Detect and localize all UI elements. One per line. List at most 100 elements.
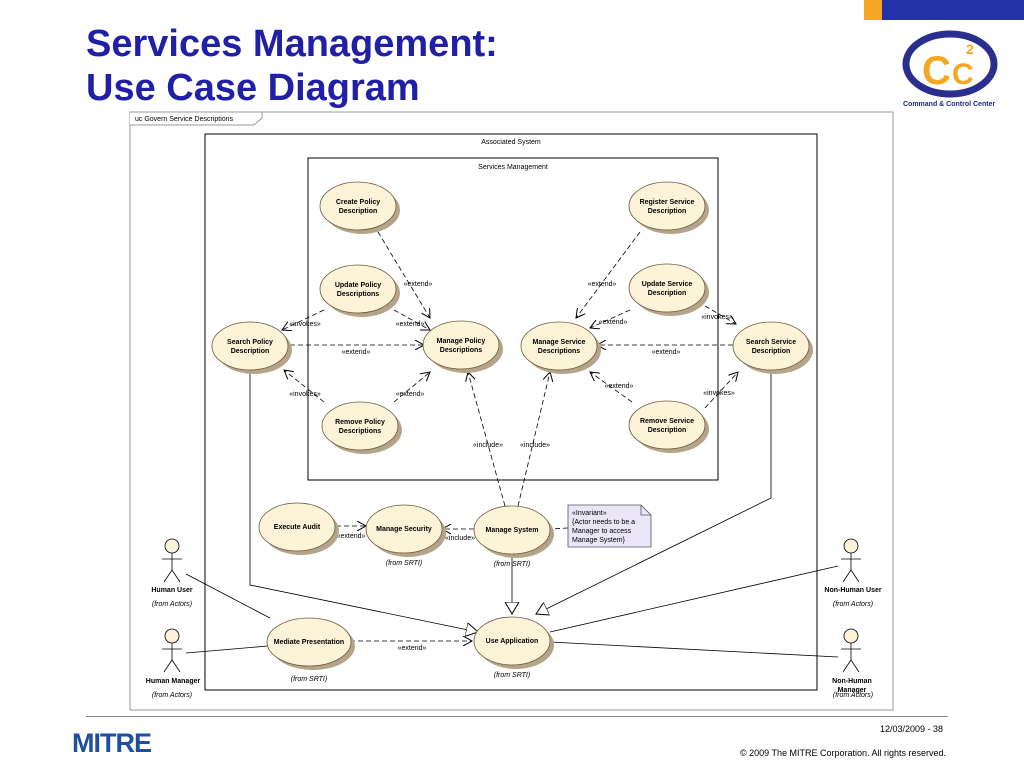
use-case-search-service: Search Service Description <box>732 321 813 374</box>
actor-leg-right <box>171 569 181 583</box>
use-case-label: Description <box>648 290 687 297</box>
remove-to-manage-service <box>590 372 633 403</box>
label-extend-audit: «extend» <box>337 533 366 540</box>
logo-letter-c2: C <box>952 58 974 91</box>
logo-swoosh-inner <box>916 44 984 88</box>
frame-label: uc Govern Service Descriptions <box>135 116 234 123</box>
update-service-invokes-search <box>704 305 736 324</box>
associated-system-boundary <box>204 133 818 691</box>
note-line-2: {Actor needs to be a <box>572 519 635 526</box>
use-case-label: Mediate Presentation <box>274 639 344 646</box>
label-extend-remove-policy: «extend» <box>396 391 425 398</box>
label-include-security: «include» <box>445 535 475 542</box>
use-case-shape <box>365 504 443 554</box>
actor-label-non-human-manager-2: Manager <box>838 687 867 694</box>
actor-human-user <box>162 538 182 583</box>
actor-leg-left <box>842 659 852 673</box>
use-case-manage-system: Manage System <box>473 505 554 558</box>
use-case-label: Create Policy <box>336 199 380 206</box>
label-extend-register-service: «extend» <box>588 281 617 288</box>
actor-leg-left <box>163 569 173 583</box>
non-human-user-association <box>549 565 839 633</box>
use-case-shape <box>266 617 352 667</box>
use-case-shape <box>319 264 397 314</box>
use-case-shape <box>473 616 551 666</box>
use-case-manage-service: Manage Service Descriptions <box>520 321 601 374</box>
use-case-label: Description <box>339 208 378 215</box>
use-case-shape <box>732 321 810 371</box>
from-srti-mediate-presentation: (from SRTI) <box>291 676 327 683</box>
use-case-label: Remove Service <box>640 418 694 425</box>
use-case-label: Description <box>648 208 687 215</box>
label-extend-create-policy: «extend» <box>404 281 433 288</box>
actor-non-human-user <box>841 538 861 583</box>
use-case-shape <box>422 320 500 370</box>
non-human-manager-association <box>549 641 839 658</box>
label-extend-update-policy: «extend» <box>396 321 425 328</box>
use-cases: Create Policy Description Update Policy … <box>211 181 813 670</box>
use-case-label: Descriptions <box>538 348 581 355</box>
actor-head <box>164 628 180 644</box>
use-case-shape <box>321 401 399 451</box>
label-extend-mediate: «extend» <box>398 645 427 652</box>
use-case-label: Descriptions <box>440 347 483 354</box>
label-extend-remove-service: «extend» <box>605 383 634 390</box>
use-case-label: Description <box>752 348 791 355</box>
label-invokes-update-policy: «invokes» <box>289 321 321 328</box>
dependency-lines <box>282 231 738 641</box>
from-srti-manage-system: (from SRTI) <box>494 561 530 568</box>
manage-system-include-policy <box>468 372 506 507</box>
footer-divider <box>86 716 948 717</box>
use-case-remove-service: Remove Service Description <box>628 400 709 453</box>
from-srti-use-application: (from SRTI) <box>494 672 530 679</box>
from-srti-manage-security: (from SRTI) <box>386 560 422 567</box>
actor-label-human-manager: Human Manager <box>146 678 201 685</box>
use-case-shape <box>520 321 598 371</box>
actor-leg-right <box>171 659 181 673</box>
use-case-execute-audit: Execute Audit <box>258 502 339 555</box>
logo-letter-c: C <box>922 49 951 93</box>
header-accent-orange <box>864 0 882 20</box>
use-case-shape <box>628 181 706 231</box>
use-case-manage-security: Manage Security <box>365 504 446 557</box>
actor-labels: Human User (from Actors) Human Manager (… <box>146 587 882 699</box>
use-case-shape <box>258 502 336 552</box>
actor-label-human-user: Human User <box>151 587 193 594</box>
note-line-3: Manager to access <box>572 528 632 535</box>
use-case-use-application: Use Application <box>473 616 554 669</box>
actor-from-human-manager: (from Actors) <box>152 692 192 699</box>
use-case-label: Manage Policy <box>437 338 486 345</box>
use-case-label: Remove Policy <box>335 419 385 426</box>
actor-non-human-manager <box>841 628 861 673</box>
use-case-label: Manage Service <box>533 339 586 346</box>
actor-human-manager <box>162 628 182 673</box>
actor-from-non-human-manager: (from Actors) <box>833 692 873 699</box>
note-line-4: Manage System} <box>572 537 626 544</box>
note-connector <box>549 527 569 530</box>
use-case-label: Search Policy <box>227 339 273 346</box>
use-case-mediate-presentation: Mediate Presentation <box>266 617 355 670</box>
human-manager-association <box>185 645 269 654</box>
use-case-search-policy: Search Policy Description <box>211 321 292 374</box>
frame-tab <box>130 111 263 126</box>
actor-head <box>843 538 859 554</box>
use-case-shape <box>628 263 706 313</box>
use-case-create-policy: Create Policy Description <box>319 181 400 234</box>
use-case-label: Execute Audit <box>274 524 321 531</box>
use-case-label: Register Service <box>640 199 695 206</box>
actor-head <box>843 628 859 644</box>
use-case-label: Manage System <box>486 527 539 534</box>
use-case-label: Update Policy <box>335 282 381 289</box>
use-case-shape <box>628 400 706 450</box>
page-title: Services Management: Use Case Diagram <box>86 22 498 110</box>
actor-leg-right <box>850 659 860 673</box>
use-case-label: Description <box>648 427 687 434</box>
title-line-1: Services Management: <box>86 23 498 65</box>
mitre-logo: MITRE <box>72 728 152 758</box>
use-case-shape <box>211 321 289 371</box>
note-shape <box>567 504 652 548</box>
title-line-2: Use Case Diagram <box>86 67 420 109</box>
use-case-update-policy: Update Policy Descriptions <box>319 264 400 317</box>
actor-leg-left <box>163 659 173 673</box>
